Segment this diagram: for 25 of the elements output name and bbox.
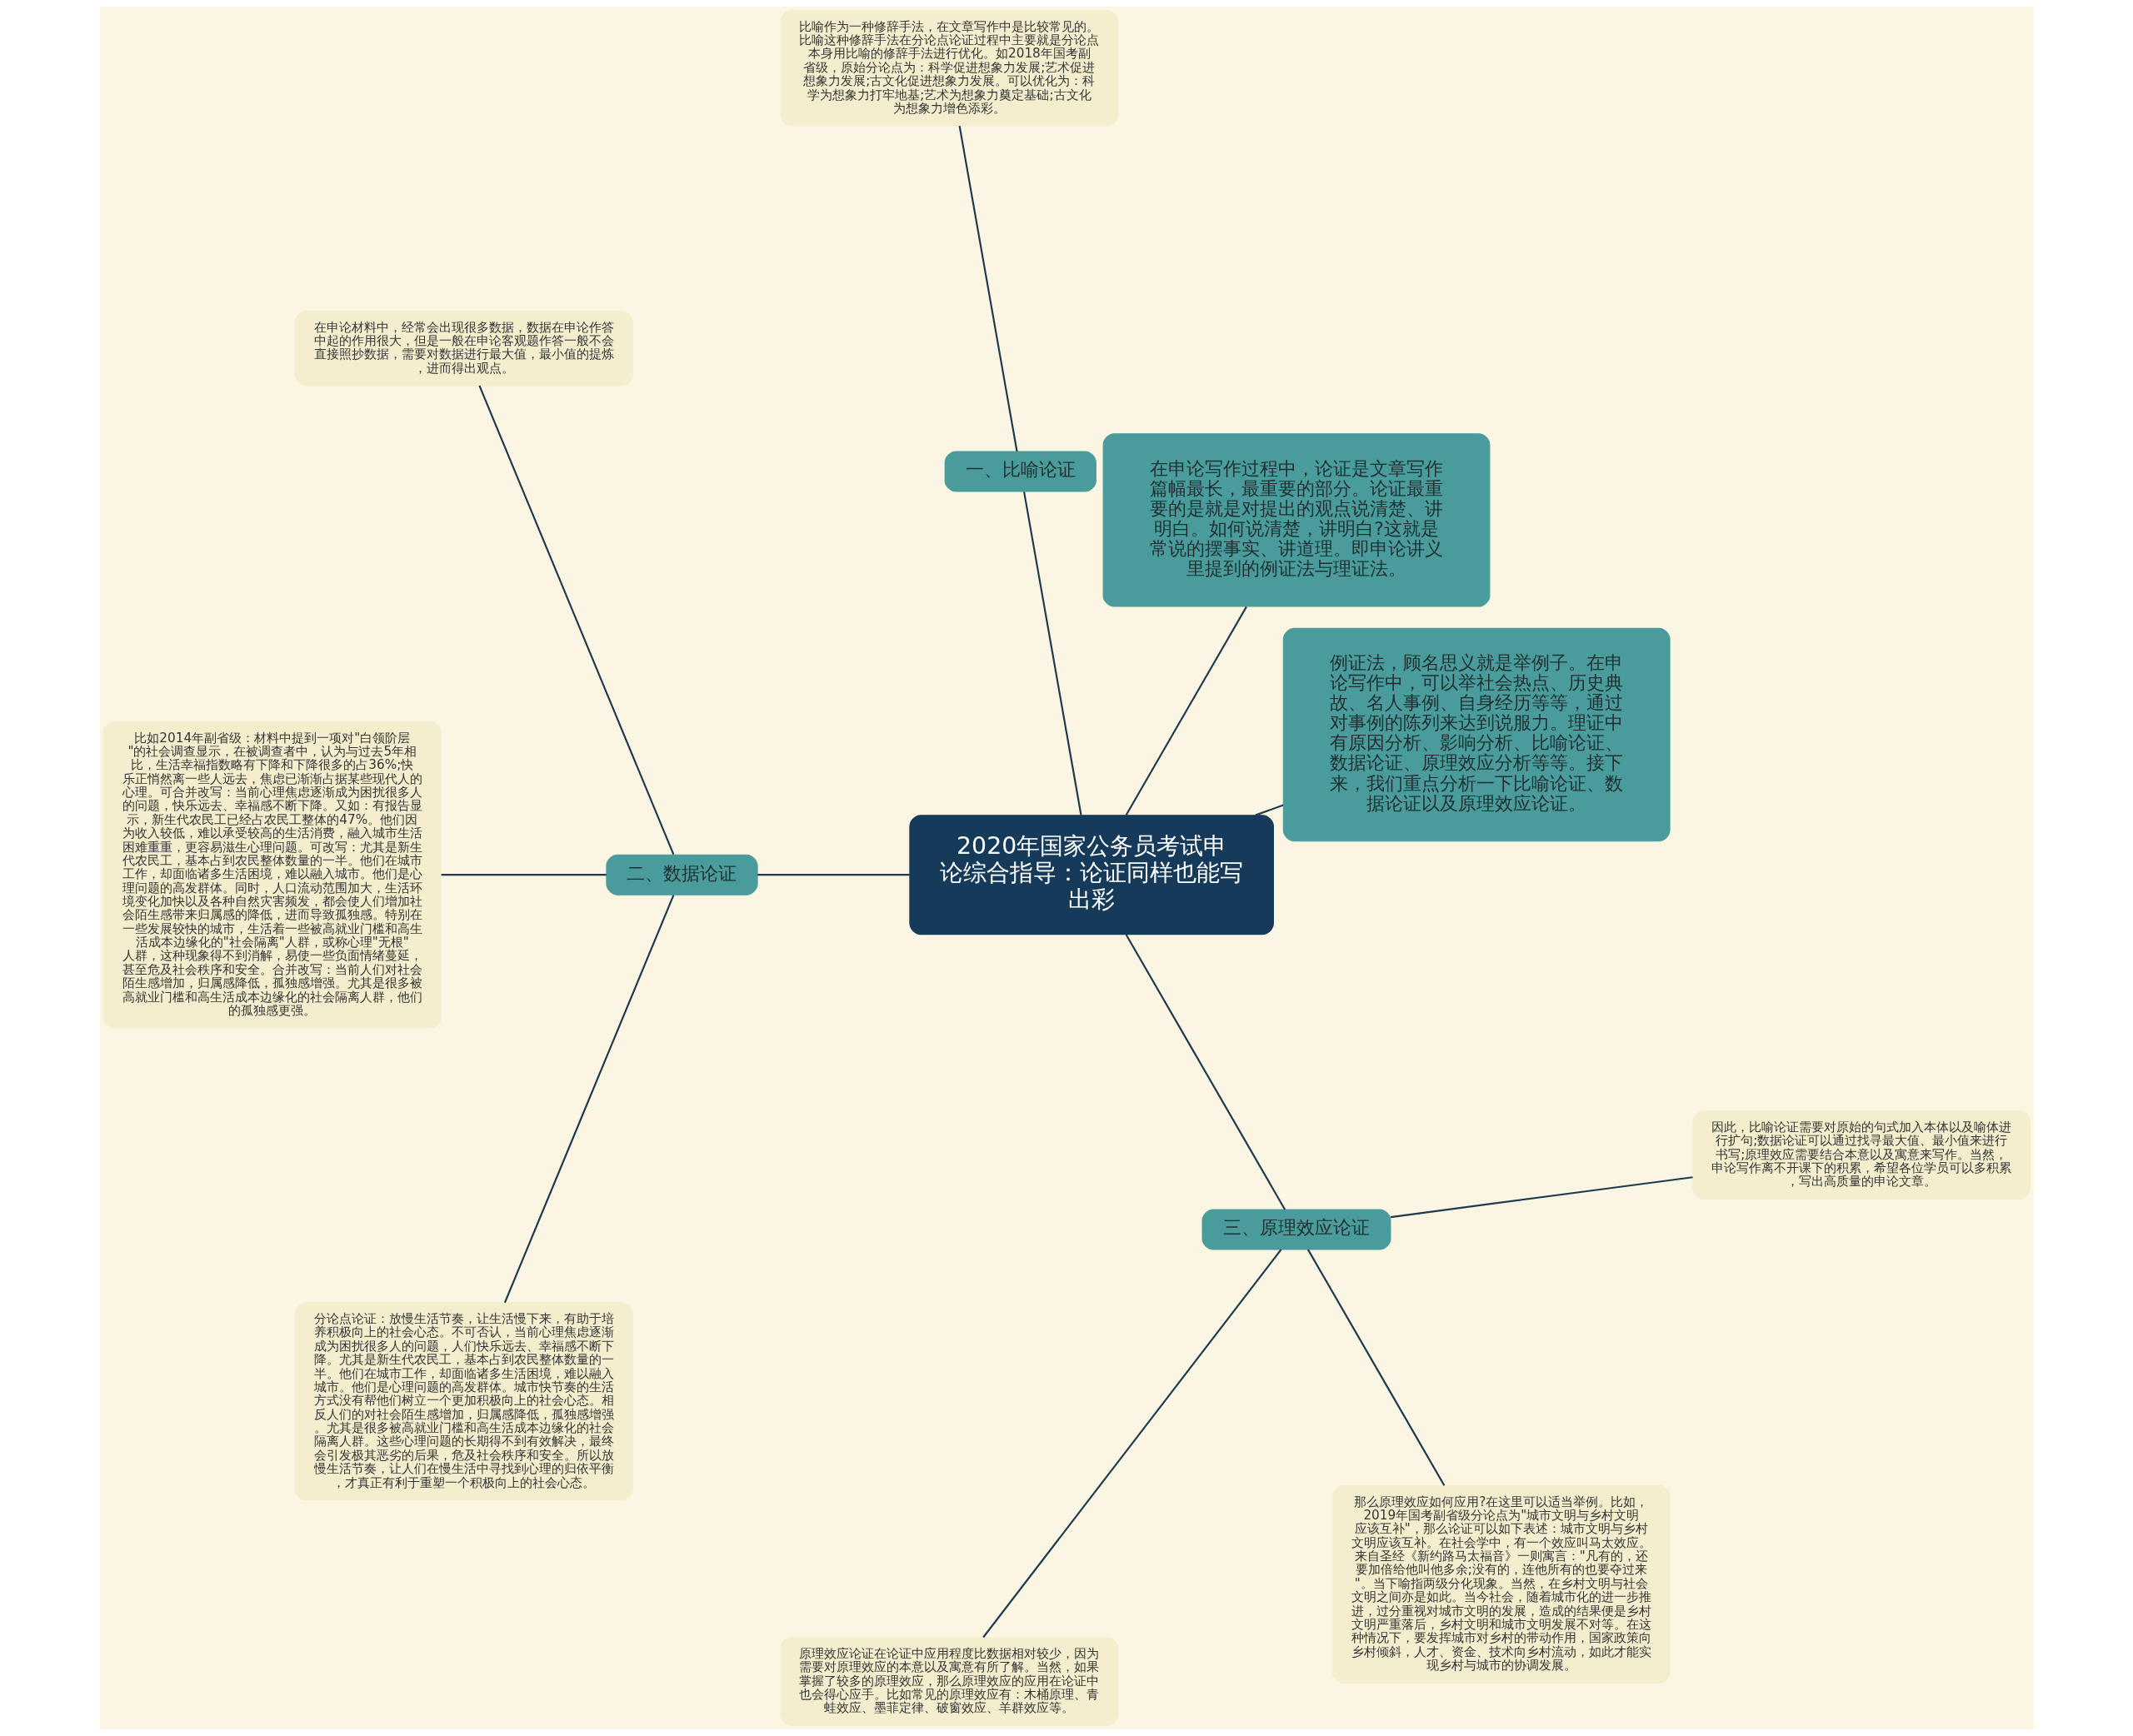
connector	[1125, 934, 1286, 1210]
node-box: 比如2014年副省级：材料中提到一项对"白领阶层"的社会调查显示，在被调查者中，认为与过去5年相比，生活幸福指数略有下降和下降很多的占36%;快乐正悄然离一些人远去，焦虑已渐渐占据某些现代人的心理。可合并改写：当前心理焦虑逐渐成为困扰很多人的问题，快乐远去、幸福感不断下降。又如：有报告显示，新生代农民工已经占农民工整体的47%。他们因为收入较低，难以承受较高的生活消费，融入城市生活困难重重，更容易滋生心理问题。可改写：尤其是新生代农民工，基本占到农民整体数量的一半。他们在城市工作，却面临诸多生活困境，难以融入城市。他们是心理问题的高发群体。同时，人口流动范围加大，生活环境变化加快以及各种自然灾害频发，都会使人们增加社会陌生感带来归属感的降低，进而导致孤独感。特别在一些发展较快的城市，生活着一些被高就业门槛和高生活成本边缘化的"社会隔离"人群，或称心理"无根"人群，这种现象得不到消解，易使一些负面情绪蔓延，甚至危及社会秩序和安全。合并改写：当前人们对社会陌生感增加，归属感降低，孤独感增强。尤其是很多被高就业门槛和高生活成本边缘化的社会隔离人群，他们的孤独感更强。	[102, 721, 442, 1029]
connector	[1390, 1176, 1693, 1219]
connector	[757, 874, 910, 876]
connector	[982, 1249, 1281, 1639]
connector	[503, 895, 674, 1304]
connector	[1306, 1249, 1445, 1486]
node-box: 2020年国家公务员考试申论综合指导：论证同样也能写出彩	[908, 815, 1274, 935]
node-box: 分论点论证：放慢生活节奏，让生活慢下来，有助于培养积极向上的社会心态。不可否认，当前心理焦虑逐渐成为困扰很多人的问题，人们快乐远去、幸福感不断下降。尤其是新生代农民工，基本占到农民整体数量的一半。他们在城市工作，却面临诸多生活困境，难以融入城市。他们是心理问题的高发群体。城市快节奏的生活方式没有帮他们树立一个更加积极向上的社会心态。相反人们的对社会陌生感增加，归属感降低，孤独感增强。尤其是很多被高就业门槛和高生活成本边缘化的社会隔离人群。这些心理问题的长期得不到有效解决，最终会引发极其恶劣的后果，危及社会秩序和安全。所以放慢生活节奏，让人们在慢生活中寻找到心理的归依平衡，才真正有利于重塑一个积极向上的社会心态。	[294, 1302, 633, 1501]
connector	[1022, 491, 1082, 816]
node-box: 二、数据论证	[605, 854, 758, 895]
node-box: 例证法，顾名思义就是举例子。在申论写作中，可以举社会热点、历史典故、名人事例、自身经历等等，通过对事例的陈列来达到说服力。理证中有原因分析、影响分析、比喻论证、数据论证、原理效应分析等等。接下来，我们重点分析一下比喻论证、数据论证以及原理效应论证。	[1282, 627, 1671, 842]
connector	[477, 385, 674, 856]
node-box: 在申论写作过程中，论证是文章写作篇幅最长，最重要的部分。论证最重要的是就是对提出的观点说清楚、讲明白。如何说清楚，讲明白?这就是常说的摆事实、讲道理。即申论讲义里提到的例证法与理证法。	[1102, 433, 1490, 607]
node-box: 比喻作为一种修辞手法，在文章写作中是比较常见的。比喻这种修辞手法在分论点论证过程中主要就是分论点本身用比喻的修辞手法进行优化。如2018年国考副省级，原始分论点为：科学促进想象力发展;艺术促进想象力发展;古文化促进想象力发展。可以优化为：科学为想象力打牢地基;艺术为想象力奠定基础;古文化为想象力增色添彩。	[779, 9, 1118, 127]
connector	[1125, 606, 1247, 816]
node-box: 一、比喻论证	[944, 451, 1096, 492]
connector	[441, 874, 607, 876]
node-box: 因此，比喻论证需要对原始的句式加入本体以及喻体进行扩句;数据论证可以通过找寻最大值、最小值来进行书写;原理效应需要结合本意以及寓意来写作。当然，申论写作离不开课下的积累，希望各位学员可以多积累，写出高质量的申论文章。	[1691, 1110, 2031, 1200]
node-box: 三、原理效应论证	[1201, 1209, 1391, 1250]
connector	[958, 125, 1018, 452]
node-box: 那么原理效应如何应用?在这里可以适当举例。比如，2019年国考副省级分论点为"城市文明与乡村文明应该互补"，那么论证可以如下表述：城市文明与乡村文明应该互补。在社会学中，有一个效应叫马太效应。来自圣经《新约路马太福音》一则寓言："凡有的，还要加倍给他叫他多余;没有的，连他所有的也要夺过来"。当下喻指两级分化现象。当然，在乡村文明与社会文明之间亦是如此。当今社会，随着城市化的进一步推进，过分重视对城市文明的发展，造成的结果便是乡村文明严重落后，乡村文明和城市文明发展不对等。在这种情况下，要发挥城市对乡村的带动作用，国家政策向乡村倾斜，人才、资金、技术向乡村流动，如此才能实现乡村与城市的协调发展。	[1331, 1484, 1671, 1684]
connector	[1254, 804, 1283, 816]
node-box: 在申论材料中，经常会出现很多数据，数据在申论作答中起的作用很大，但是一般在申论客观题作答一般不会直接照抄数据，需要对数据进行最大值，最小值的提炼，进而得出观点。	[294, 310, 633, 387]
node-box: 原理效应论证在论证中应用程度比数据相对较少，因为需要对原理效应的本意以及寓意有所了解。当然，如果掌握了较多的原理效应，那么原理效应的应用在论证中也会得心应手。比如常见的原理效应有：木桶原理、青蛙效应、墨菲定律、破窗效应、羊群效应等。	[779, 1637, 1118, 1727]
